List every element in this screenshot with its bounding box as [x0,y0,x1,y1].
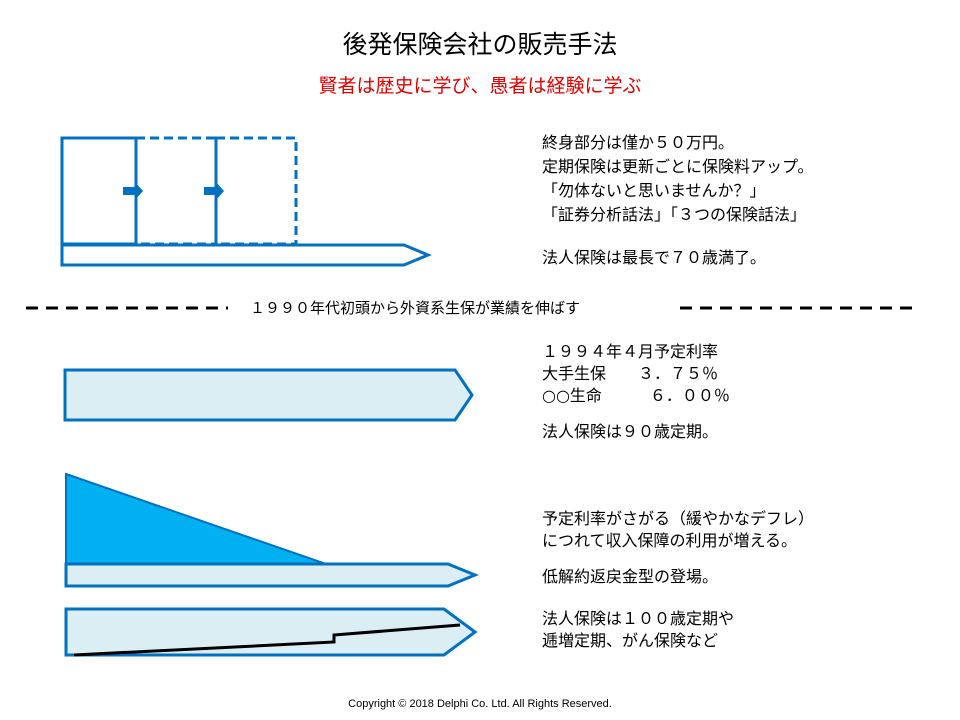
section3-text: 予定利率がさがる（緩やかなデフレ） につれて収入保障の利用が増える。 [542,508,814,552]
section4-text: 法人保険は１００歳定期や逓増定期、がん保険など [542,608,734,652]
decreasing-triangle [65,472,327,565]
text-line: 予定利率がさがる（緩やかなデフレ） [542,509,815,528]
long-term-arrow [63,368,474,422]
page-subtitle: 賢者は歴史に学び、愚者は経験に学ぶ [318,75,642,97]
text-line: 逓増定期、がん保険など [542,631,719,650]
low-surrender-arrow [64,562,479,588]
arrow-right-icon [204,182,224,200]
increasing-line [73,623,461,657]
timeline-arrow [60,243,432,267]
text-line: 定期保険は更新ごとに保険料アップ。 [542,157,814,176]
page-title: 後発保険会社の販売手法 [342,30,618,59]
renewal-box-2 [214,136,298,246]
text-line: 「勿体ないと思いませんか？」 [542,181,766,200]
arrow-right-icon [123,182,143,200]
section2-note: 法人保険は９０歳定期。 [542,422,719,441]
text-line: 「証券分析話法」「３つの保険話法」 [542,205,807,224]
text-line: 大手生保 ３．７５％ [542,364,719,383]
text-line: 法人保険は１００歳定期や [542,609,735,628]
section1-note: 法人保険は最長で７０歳満了。 [542,248,767,267]
section1-text: 終身部分は僅か５０万円。定期保険は更新ごとに保険料アップ。「勿体ないと思いません… [542,131,814,227]
term-renewal-diagram [60,136,432,267]
section3-note: 低解約返戻金型の登場。 [542,567,719,586]
text-line: 終身部分は僅か５０万円。 [542,133,735,152]
increasing-term-arrow [64,607,478,657]
copyright-footer: Copyright © 2018 Delphi Co. Ltd. All Rig… [348,698,612,710]
divider-text: １９９０年代初頭から外資系生保が業績を伸ばす [250,299,581,317]
text-line: １９９４年４月予定利率 [542,342,719,361]
text-line: ○○生命 ６．００％ [542,386,730,405]
section2-text: １９９４年４月予定利率大手生保 ３．７５％ ○○生命 ６．００％ [542,341,730,407]
text-line: につれて収入保障の利用が増える。 [542,531,798,550]
